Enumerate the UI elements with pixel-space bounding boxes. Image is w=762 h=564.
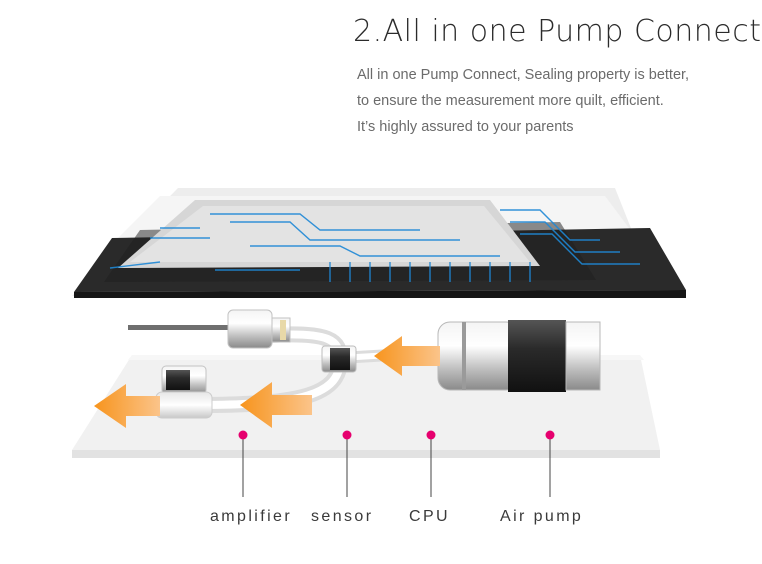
air-pump-label: Air pump (500, 508, 584, 525)
sensor-label: sensor (311, 508, 374, 525)
arrow-icon (94, 384, 160, 428)
sensor-marker (342, 430, 352, 440)
airflow-arrows (94, 336, 440, 428)
cpu-marker (426, 430, 436, 440)
amplifier-label: amplifier (210, 508, 293, 525)
description-line-2: to ensure the measurement more quilt, ef… (357, 93, 664, 109)
amplifier-connector (227, 309, 291, 349)
arrow-icon (374, 336, 440, 376)
circuit-traces (109, 209, 640, 282)
amplifier-marker (238, 430, 248, 440)
air-pump (437, 320, 601, 392)
description-line-3: It’s highly assured to your parents (357, 119, 574, 135)
sensor-unit (321, 345, 357, 373)
air-pump-marker (545, 430, 555, 440)
headline: 2.All in one Pump Connect (353, 14, 762, 49)
amplifier-unit (155, 365, 213, 419)
description: All in one Pump Connect, Sealing propert… (357, 62, 749, 140)
cpu-label: CPU (409, 508, 450, 525)
callout-markers (238, 430, 555, 497)
circuit-board (72, 188, 686, 298)
arrow-icon (240, 382, 312, 428)
description-line-1: All in one Pump Connect, Sealing propert… (357, 67, 690, 83)
